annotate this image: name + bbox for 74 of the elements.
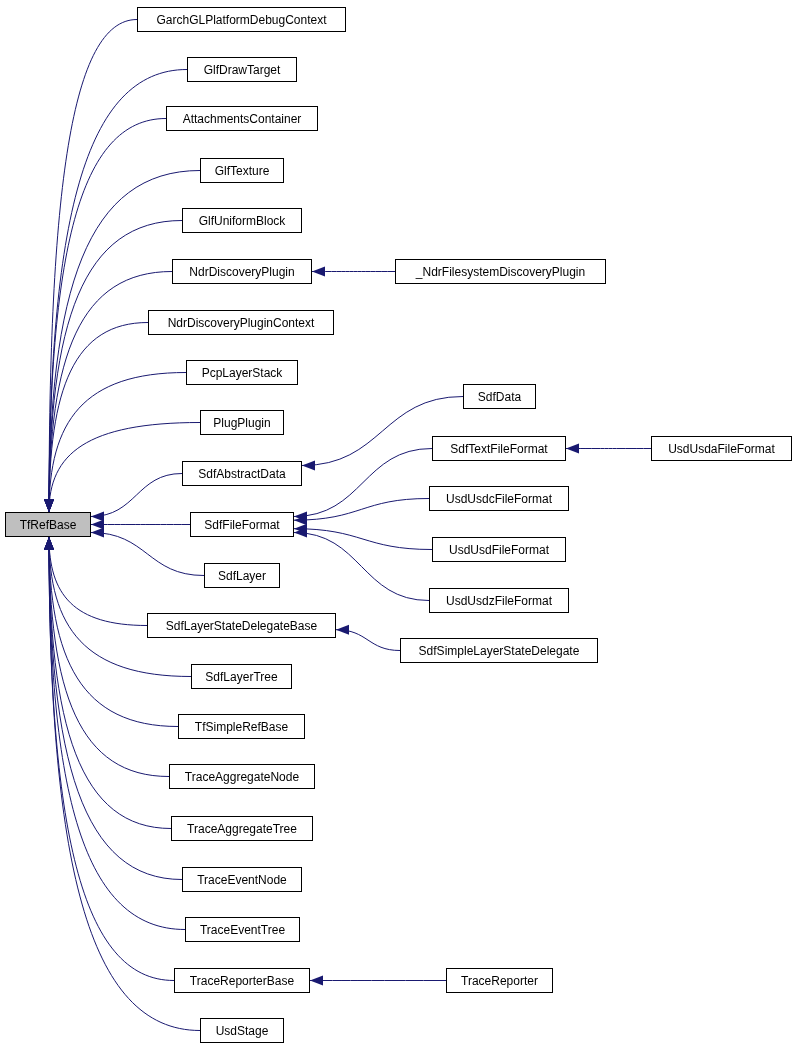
class-box	[182, 208, 302, 233]
class-name: NdrDiscoveryPluginContext	[167, 316, 315, 329]
class-box	[200, 410, 284, 435]
inheritance-arrow	[293, 528, 430, 601]
class-name: SdfLayer	[218, 569, 266, 582]
class-name: TraceAggregateNode	[184, 770, 300, 783]
class-name: TraceEventTree	[199, 923, 286, 936]
class-box	[148, 310, 334, 335]
inheritance-arrow	[90, 528, 205, 576]
class-name: PlugPlugin	[213, 416, 271, 429]
class-name: UsdUsdaFileFormat	[668, 442, 775, 455]
class-box	[204, 563, 280, 588]
class-name: TraceReporter	[461, 974, 538, 987]
class-name: TfRefBase	[19, 518, 77, 531]
class-box	[190, 512, 294, 537]
class-box	[182, 867, 302, 892]
inheritance-arrow	[293, 448, 433, 521]
class-name: SdfLayerTree	[205, 670, 278, 683]
class-name: TfSimpleRefBase	[194, 720, 289, 733]
class-box	[432, 436, 566, 461]
class-box	[463, 384, 536, 409]
class-name: UsdStage	[215, 1024, 269, 1037]
class-box	[182, 461, 302, 486]
class-name: TraceReporterBase	[189, 974, 295, 987]
class-box	[137, 7, 346, 32]
class-name: SdfAbstractData	[198, 467, 286, 480]
class-box	[166, 106, 318, 131]
class-name: SdfTextFileFormat	[450, 442, 548, 455]
class-name: PcpLayerStack	[201, 366, 283, 379]
inheritance-arrow	[293, 524, 433, 550]
class-box	[185, 917, 300, 942]
class-box	[651, 436, 792, 461]
class-name: SdfSimpleLayerStateDelegate	[418, 644, 580, 657]
class-name: NdrDiscoveryPlugin	[189, 265, 295, 278]
class-name: UsdUsdFileFormat	[449, 543, 549, 556]
inheritance-arrow	[293, 498, 430, 525]
inheritance-arrow	[309, 975, 447, 986]
class-box	[187, 57, 297, 82]
inheritance-arrow	[565, 443, 652, 454]
class-name: TraceEventNode	[197, 873, 287, 886]
class-name: UsdUsdcFileFormat	[446, 492, 552, 505]
inheritance-arrow	[335, 625, 401, 651]
class-box	[178, 714, 305, 739]
class-name: SdfData	[477, 390, 522, 403]
class-name: UsdUsdzFileFormat	[446, 594, 552, 607]
class-box	[446, 968, 553, 993]
class-name: GlfTexture	[214, 164, 270, 177]
class-name: _NdrFilesystemDiscoveryPlugin	[415, 265, 586, 278]
class-box	[174, 968, 310, 993]
class-name: SdfLayerStateDelegateBase	[165, 619, 318, 632]
class-box	[147, 613, 336, 638]
class-box	[186, 360, 298, 385]
class-name: TraceAggregateTree	[187, 822, 297, 835]
class-box	[169, 764, 315, 789]
class-box	[395, 259, 606, 284]
inheritance-arrow	[90, 519, 191, 530]
class-box	[429, 486, 569, 511]
class-box	[432, 537, 566, 562]
class-name: SdfFileFormat	[204, 518, 280, 531]
class-box	[200, 158, 284, 183]
class-name: GlfUniformBlock	[198, 214, 286, 227]
class-box	[5, 512, 91, 537]
class-name: AttachmentsContainer	[182, 112, 302, 125]
class-name: GarchGLPlatformDebugContext	[156, 13, 327, 26]
class-box	[429, 588, 569, 613]
inheritance-arrow	[90, 473, 183, 521]
class-box	[400, 638, 598, 663]
class-box	[200, 1018, 284, 1043]
class-name: GlfDrawTarget	[203, 63, 281, 76]
class-box	[171, 816, 313, 841]
inheritance-arrow	[311, 266, 396, 277]
inheritance-arrow	[301, 396, 464, 470]
class-box	[172, 259, 312, 284]
class-box	[191, 664, 292, 689]
